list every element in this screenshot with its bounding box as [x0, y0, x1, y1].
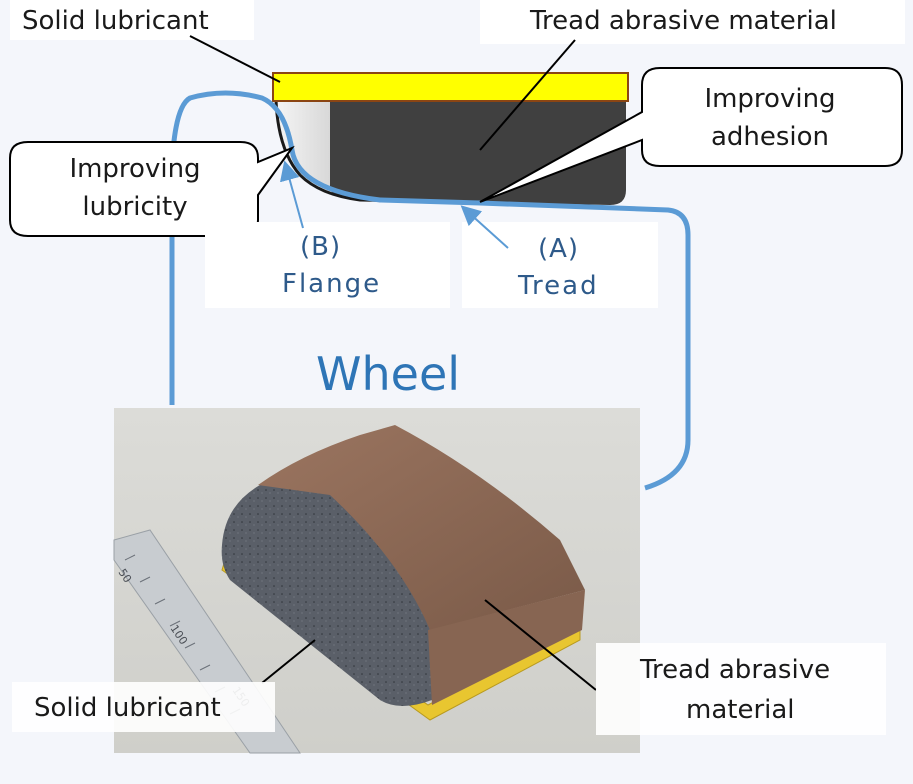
label-flange-letter: (B) [300, 232, 342, 262]
label-flange-word: Flange [282, 269, 382, 299]
leader-photo-solid-lubricant [261, 639, 316, 684]
label-bg-top-left [10, 0, 254, 40]
photo-abrasive-top [258, 425, 585, 630]
brake-block-section [272, 72, 629, 205]
arrow-flange [280, 160, 304, 229]
ruler-mark-50: 50 [116, 566, 135, 585]
label-wheel: Wheel [316, 347, 461, 401]
leader-photo-tread-abrasive [484, 599, 597, 691]
label-photo-solid-lubricant: Solid lubricant [34, 693, 221, 723]
callout-adhesion [479, 67, 903, 203]
flange-shape [276, 100, 330, 195]
photo-abrasive-front [428, 590, 585, 705]
arrow-tread [460, 205, 509, 249]
solid-lubricant-bar [272, 72, 629, 102]
label-bg-photo-tread-abrasive [596, 643, 886, 735]
leader-top-solid-lubricant [189, 35, 281, 83]
label-bg-flange [205, 222, 450, 308]
photo-lubricant-side [221, 470, 432, 706]
leader-top-tread-abrasive [479, 39, 576, 151]
label-tread-letter: (A) [538, 234, 580, 264]
label-tread-word: Tread [518, 271, 599, 301]
label-top-tread-abrasive: Tread abrasive material [530, 6, 837, 36]
wheel-outline [168, 90, 691, 491]
block-outline-curve [274, 99, 481, 204]
tread-abrasive-block [330, 100, 626, 205]
label-photo-tread-abrasive-line1: Tread abrasive [640, 655, 831, 685]
label-top-solid-lubricant: Solid lubricant [22, 6, 209, 36]
label-bg-photo-solid-lubricant [12, 682, 275, 732]
label-bg-top-right [480, 0, 905, 44]
label-photo-tread-abrasive-line2: material [686, 695, 795, 725]
